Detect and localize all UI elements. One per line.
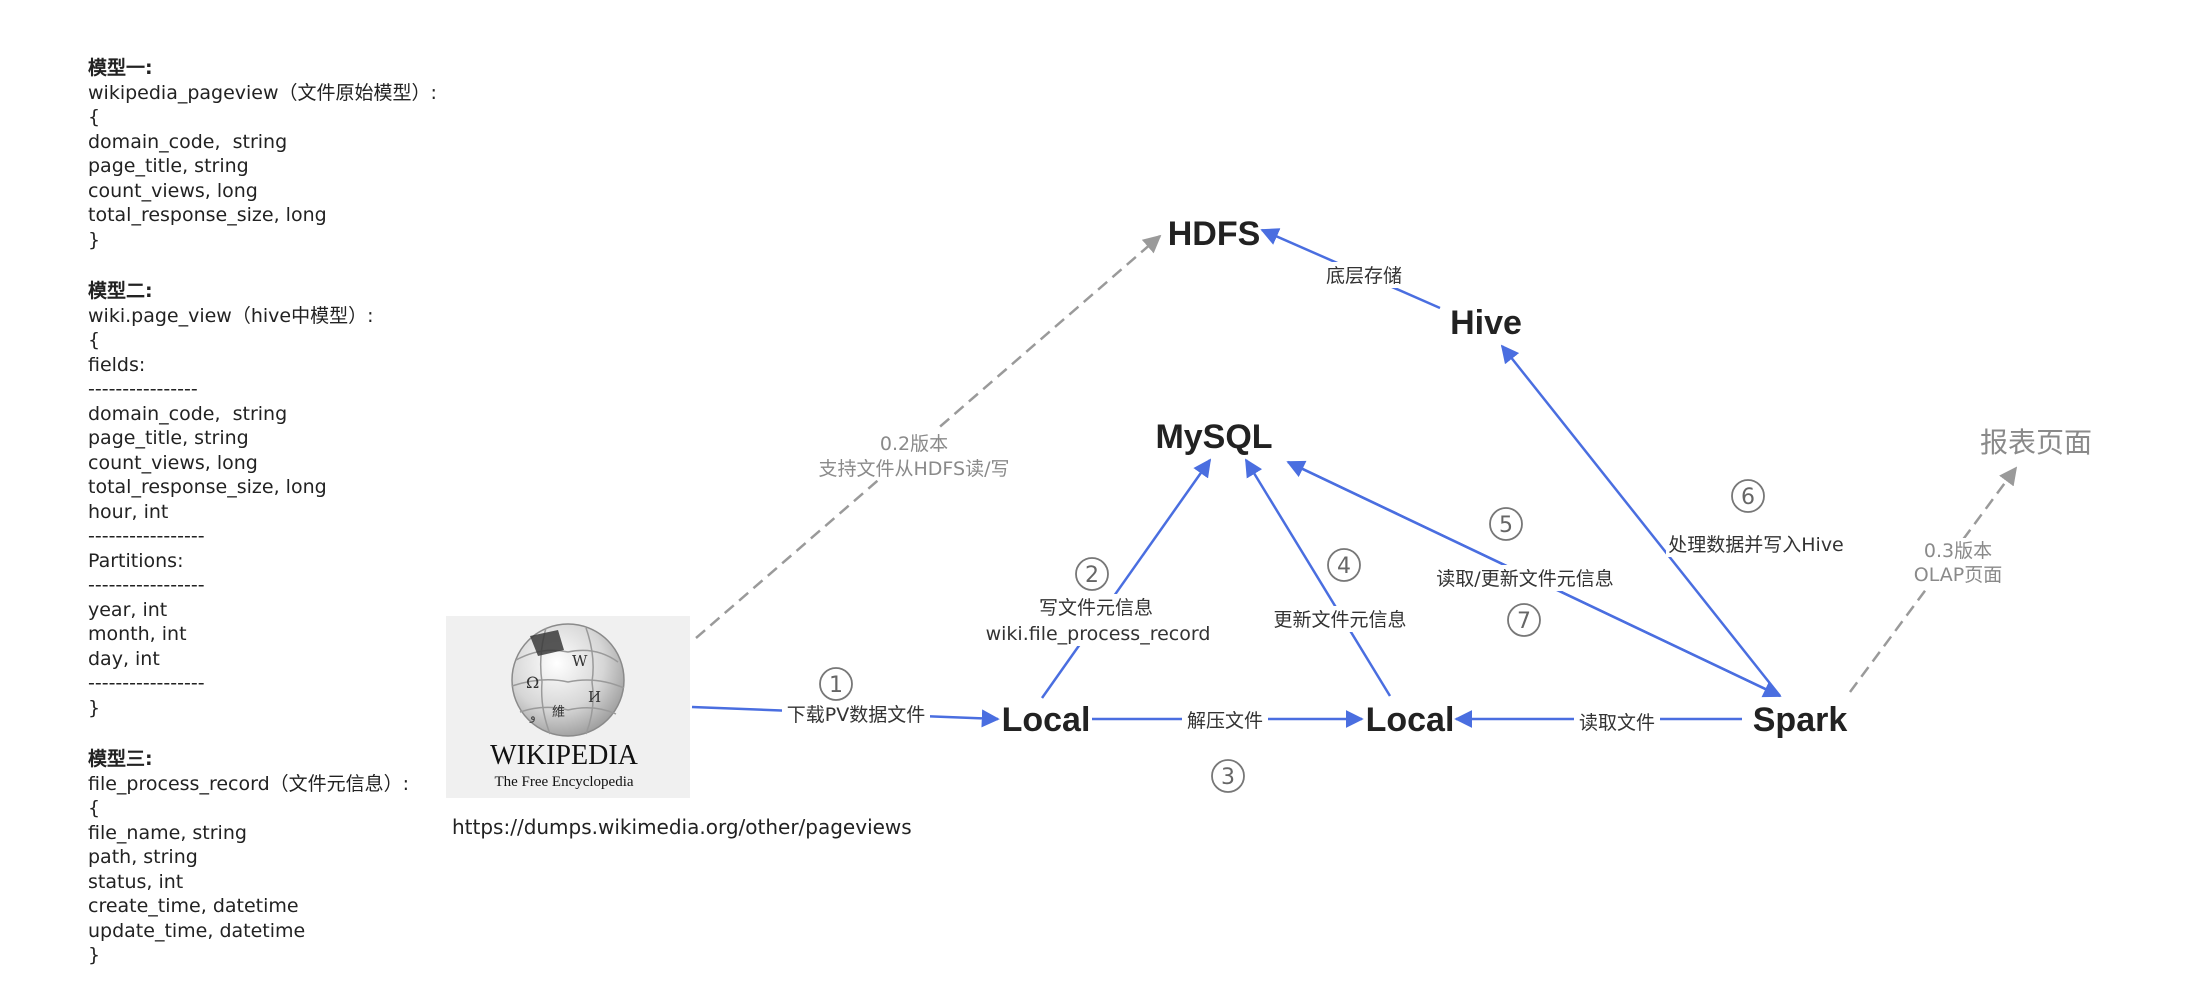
edge-spark-to-hive bbox=[1500, 344, 1781, 697]
model-two: 模型二: wiki.page_view（hive中模型）: { fields: … bbox=[88, 279, 508, 720]
svg-text:3: 3 bbox=[1221, 765, 1235, 790]
model-line: count_views, long bbox=[88, 451, 258, 474]
label-write-meta: 写文件元信息 bbox=[1039, 597, 1153, 619]
model-line: path, string bbox=[88, 846, 198, 868]
model-line: domain_code, string bbox=[88, 130, 288, 153]
model-title: 模型二: bbox=[88, 280, 153, 302]
label-v03: 0.3版本 bbox=[1924, 540, 1992, 562]
model-one: 模型一: wikipedia_pageview（文件原始模型）: { domai… bbox=[88, 56, 508, 252]
model-line: page_title, string bbox=[88, 427, 249, 449]
svg-text:4: 4 bbox=[1337, 554, 1351, 579]
model-line: wikipedia_pageview（文件原始模型）: bbox=[88, 81, 437, 104]
model-line: fields: bbox=[88, 353, 146, 376]
model-line: ---------------- bbox=[88, 378, 198, 400]
model-line: update_time, datetime bbox=[88, 919, 306, 942]
model-line: hour, int bbox=[88, 500, 169, 523]
node-mysql: MySQL bbox=[1155, 418, 1272, 456]
step-2: 2 bbox=[1075, 557, 1109, 591]
svg-text:6: 6 bbox=[1741, 485, 1755, 510]
svg-text:維: 維 bbox=[552, 705, 565, 720]
wikipedia-globe-icon: Ω W И 維 ﻭ WIKIPEDIA The Free Encyclopedi… bbox=[490, 623, 639, 790]
model-line: status, int bbox=[88, 870, 184, 893]
model-line: ----------------- bbox=[88, 672, 205, 694]
svg-text:2: 2 bbox=[1085, 563, 1099, 588]
label-update-meta: 更新文件元信息 bbox=[1273, 609, 1406, 631]
svg-text:W: W bbox=[572, 652, 588, 670]
label-process-write-hive: 处理数据并写入Hive bbox=[1668, 534, 1844, 556]
edge-local2-to-mysql bbox=[1244, 458, 1392, 697]
model-line: file_name, string bbox=[88, 821, 247, 844]
model-line: { bbox=[88, 106, 101, 128]
label-v03-desc: OLAP页面 bbox=[1914, 564, 2002, 586]
model-line: domain_code, string bbox=[88, 402, 288, 425]
label-read-update-meta: 读取/更新文件元信息 bbox=[1436, 568, 1613, 590]
model-title: 模型一: bbox=[88, 57, 153, 79]
model-line: count_views, long bbox=[88, 179, 258, 202]
model-line: { bbox=[88, 797, 101, 819]
label-read-file: 读取文件 bbox=[1579, 712, 1655, 734]
model-line: create_time, datetime bbox=[88, 895, 299, 917]
wikipedia-tagline: The Free Encyclopedia bbox=[494, 774, 633, 790]
model-line: file_process_record（文件元信息）: bbox=[88, 772, 410, 795]
node-hive: Hive bbox=[1450, 304, 1522, 342]
edge-local-to-mysql bbox=[1040, 458, 1212, 699]
step-5: 5 bbox=[1489, 507, 1523, 541]
model-line: total_response_size, long bbox=[88, 476, 327, 498]
label-download: 下载PV数据文件 bbox=[787, 704, 925, 726]
step-4: 4 bbox=[1327, 548, 1361, 582]
step-7: 7 bbox=[1507, 603, 1541, 637]
label-v02: 0.2版本 bbox=[880, 433, 948, 455]
svg-text:ﻭ: ﻭ bbox=[529, 709, 536, 723]
model-line: day, int bbox=[88, 647, 160, 670]
step-6: 6 bbox=[1731, 479, 1765, 513]
step-3: 3 bbox=[1211, 759, 1245, 793]
model-line: Partitions: bbox=[88, 549, 184, 572]
model-line: } bbox=[88, 228, 101, 251]
node-spark: Spark bbox=[1753, 701, 1848, 739]
model-line: year, int bbox=[88, 598, 168, 621]
step-1: 1 bbox=[819, 667, 853, 701]
model-line: ----------------- bbox=[88, 574, 205, 596]
node-local-unzipped: Local bbox=[1366, 701, 1455, 739]
svg-text:1: 1 bbox=[829, 673, 843, 698]
data-models-panel: 模型一: wikipedia_pageview（文件原始模型）: { domai… bbox=[88, 56, 508, 995]
wikipedia-logo: Ω W И 維 ﻭ WIKIPEDIA The Free Encyclopedi… bbox=[446, 616, 690, 798]
svg-text:7: 7 bbox=[1517, 609, 1531, 634]
model-line: page_title, string bbox=[88, 155, 249, 177]
svg-text:Ω: Ω bbox=[526, 673, 539, 692]
svg-text:И: И bbox=[588, 688, 601, 706]
model-line: { bbox=[88, 329, 101, 351]
model-title: 模型三: bbox=[88, 748, 153, 770]
model-line: } bbox=[88, 696, 101, 719]
svg-text:5: 5 bbox=[1499, 513, 1513, 538]
label-underlying-storage: 底层存储 bbox=[1326, 265, 1402, 287]
label-v02-desc: 支持文件从HDFS读/写 bbox=[819, 458, 1010, 480]
node-report-page: 报表页面 bbox=[1980, 426, 2092, 459]
source-url: https://dumps.wikimedia.org/other/pagevi… bbox=[452, 815, 912, 839]
model-three: 模型三: file_process_record（文件元信息）: { file_… bbox=[88, 747, 508, 968]
model-line: month, int bbox=[88, 623, 187, 645]
model-line: total_response_size, long bbox=[88, 204, 327, 226]
node-hdfs: HDFS bbox=[1168, 215, 1261, 253]
label-unzip: 解压文件 bbox=[1187, 710, 1263, 732]
model-line: } bbox=[88, 944, 101, 966]
model-line: ----------------- bbox=[88, 525, 205, 547]
wikipedia-wordmark: WIKIPEDIA bbox=[490, 740, 639, 771]
model-line: wiki.page_view（hive中模型）: bbox=[88, 304, 374, 327]
node-local-download: Local bbox=[1002, 701, 1091, 739]
label-write-meta-table: wiki.file_process_record bbox=[986, 623, 1211, 645]
